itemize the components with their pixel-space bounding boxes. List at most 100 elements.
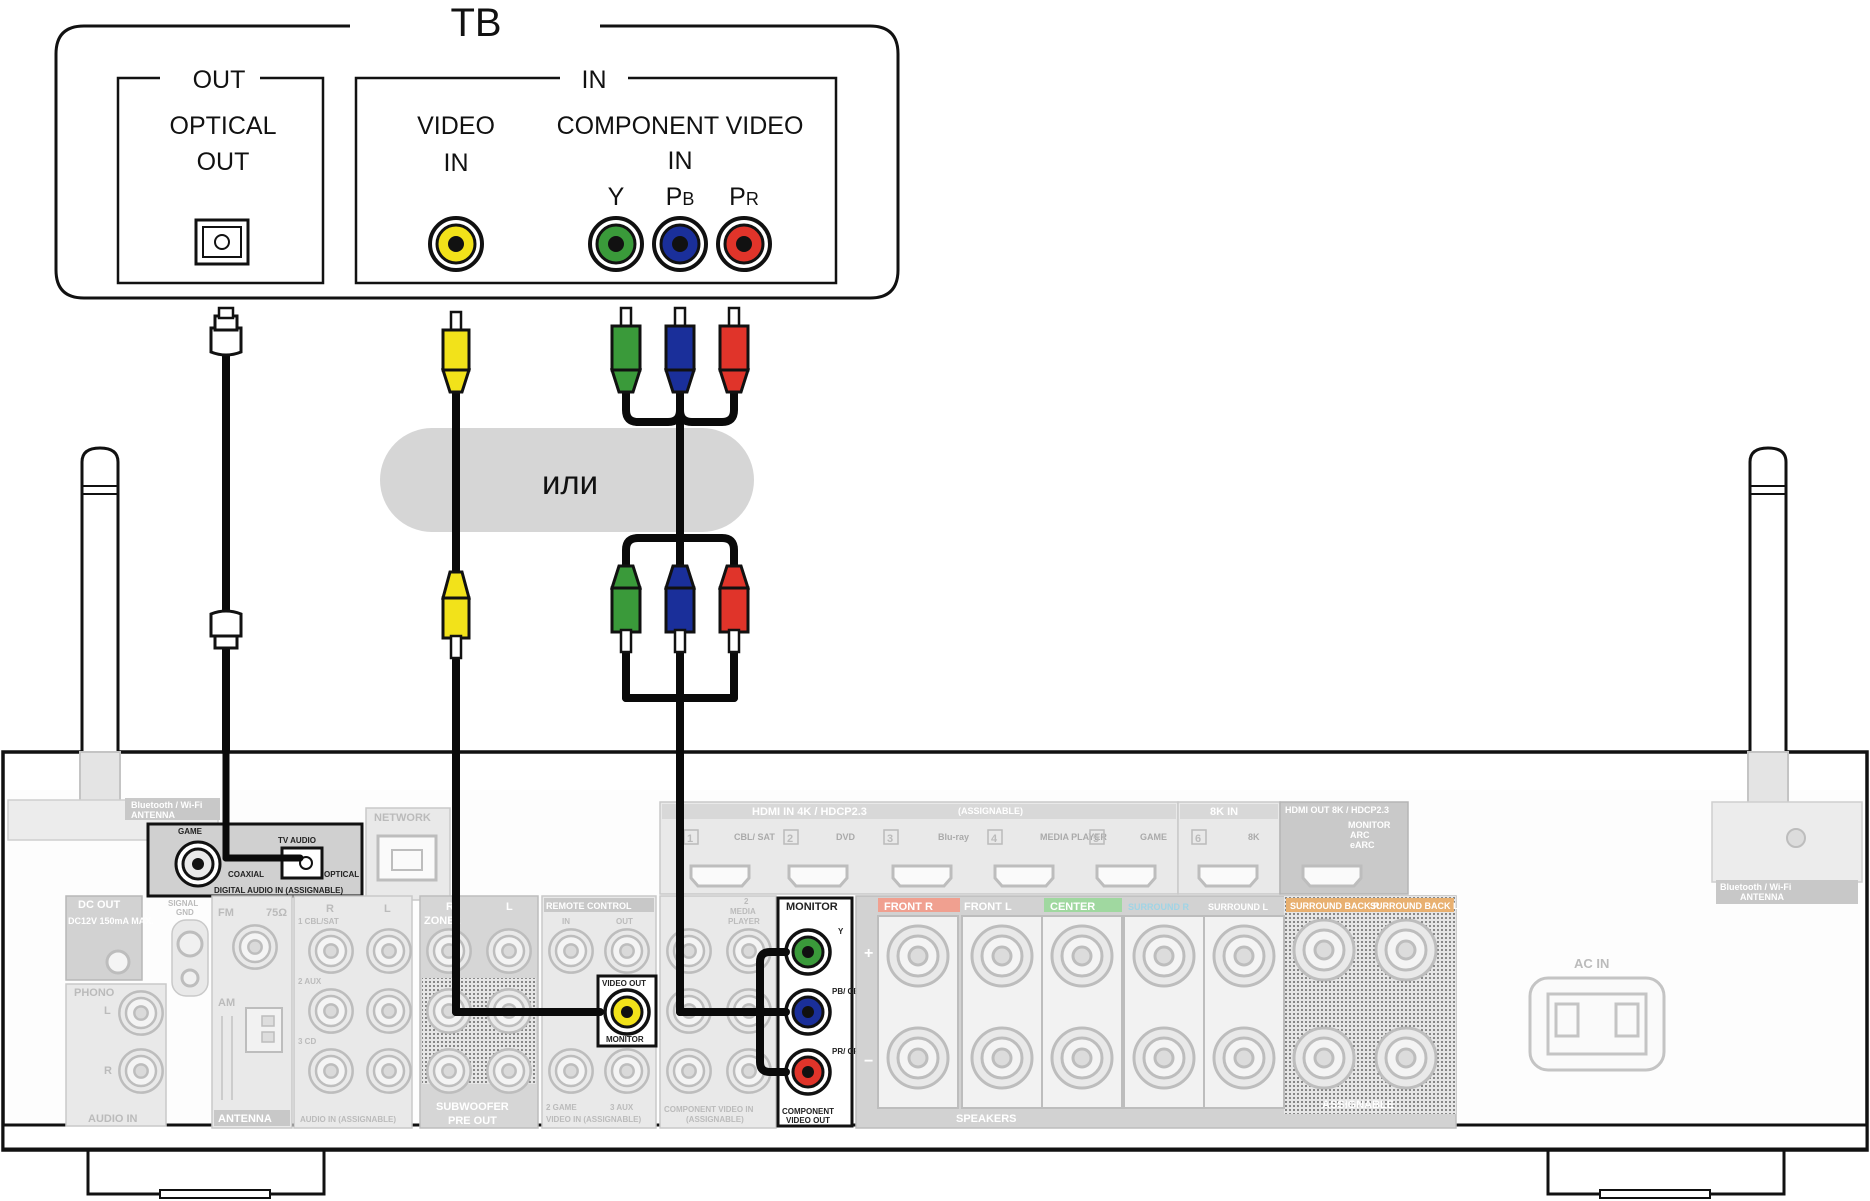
speaker-front-r-terminals[interactable]: [877, 915, 959, 1109]
hdmi-out-port[interactable]: [1301, 864, 1363, 888]
tv-component-y-jack[interactable]: [588, 216, 644, 272]
phono-l-mark: L: [104, 1005, 111, 1017]
network-label: NETWORK: [374, 812, 431, 824]
phono-r-jack[interactable]: [118, 1048, 164, 1094]
speakers-label: SPEAKERS: [956, 1113, 1017, 1125]
subwoofer-label: SUBWOOFER: [436, 1101, 509, 1113]
digital-audio-optical-label: OPTICAL: [324, 870, 359, 879]
video-out-label: VIDEO OUT: [602, 979, 646, 988]
tv-component-pb-jack[interactable]: [652, 216, 708, 272]
speaker-front-l-terminals[interactable]: [961, 915, 1043, 1109]
media-player-2: MEDIA: [730, 907, 756, 916]
hdmi-input-2-name: DVD: [836, 832, 856, 842]
hdmi-input-3[interactable]: 3 Blu-ray: [883, 829, 969, 888]
digital-audio-coaxial-label: COAXIAL: [228, 870, 264, 879]
optical-in-port[interactable]: [280, 846, 324, 880]
component-in-1y-jack[interactable]: [666, 928, 712, 974]
ac-in-socket[interactable]: AC IN: [1528, 956, 1666, 1072]
audio-in-ch3: 3 CD: [298, 1037, 316, 1046]
video-in-2-jack[interactable]: [548, 1048, 594, 1094]
ac-in-label: AC IN: [1574, 956, 1609, 971]
hdmi-input-5-name: GAME: [1140, 832, 1167, 842]
optical-plug-top: [209, 306, 243, 357]
phono-l-jack[interactable]: [118, 990, 164, 1036]
tv-out-label: OUT: [193, 66, 246, 94]
video-out-monitor-label: MONITOR: [606, 1035, 644, 1044]
bt-antenna-left[interactable]: Bluetooth / Wi-Fi ANTENNA: [7, 446, 220, 841]
video-out-panel: VIDEO OUT MONITOR: [596, 974, 658, 1048]
tv-video-in-jack[interactable]: [428, 216, 484, 272]
optical-plug-bottom: [209, 609, 243, 650]
tv-optical-out-port[interactable]: [194, 218, 250, 266]
fm-antenna-jack[interactable]: [232, 924, 278, 970]
hdmi-out-header: HDMI OUT 8K / HDCP2.3: [1285, 805, 1389, 815]
zone2-r-jack[interactable]: [426, 928, 472, 974]
tv-component-pr-jack[interactable]: [716, 216, 772, 272]
signal-gnd[interactable]: SIGNAL GND: [168, 899, 209, 997]
rc-out-label: OUT: [616, 917, 633, 926]
bt-antenna-right-label-2: ANTENNA: [1740, 892, 1784, 902]
speaker-center-terminals[interactable]: [1041, 915, 1123, 1109]
am-antenna-terminal[interactable]: [221, 1007, 283, 1100]
video-in-3-jack[interactable]: [604, 1048, 650, 1094]
tv-out-group: OUT OPTICAL OUT: [116, 66, 325, 285]
audio-in-r-mark: R: [326, 903, 334, 915]
audio-in-ch1: 1 CBL/SAT: [298, 917, 339, 926]
component-plugs-top: [609, 306, 751, 394]
speaker-front-r: FRONT R: [884, 901, 933, 913]
audio-in-assignable-panel: R L 1 CBL/SAT 2 AUX 3 CD AUDIO IN (ASSIG…: [293, 895, 413, 1129]
signal-gnd-label-1: SIGNAL: [168, 899, 198, 908]
receiver-component-out-y-jack[interactable]: [784, 928, 832, 976]
audio-in-2r-jack[interactable]: [308, 988, 354, 1034]
receiver-video-out-jack[interactable]: [603, 988, 651, 1036]
hdmi-input-5-num: 5: [1093, 833, 1099, 845]
hdmi-input-4-name: MEDIA PLAYER: [1040, 832, 1107, 842]
receiver-component-out-pb-jack[interactable]: [784, 988, 832, 1036]
component-in-1pr-jack[interactable]: [666, 1048, 712, 1094]
hdmi-out-arc: ARC: [1350, 830, 1370, 840]
audio-in-3l-jack[interactable]: [366, 1048, 412, 1094]
video-in-label-1: VIDEO: [417, 112, 495, 140]
audio-in-3r-jack[interactable]: [308, 1048, 354, 1094]
bt-antenna-left-label-2: ANTENNA: [131, 810, 175, 820]
dc-out-jack[interactable]: [105, 949, 131, 975]
audio-in-2l-jack[interactable]: [366, 988, 412, 1034]
hdmi-in-assignable: (ASSIGNABLE): [958, 806, 1023, 816]
tv-in-group: IN VIDEO IN COMPONENT VIDEO IN Y PB PR: [354, 66, 838, 285]
speaker-surround-l: SURROUND L: [1208, 902, 1269, 912]
digital-audio-caption: DIGITAL AUDIO IN (ASSIGNABLE): [214, 886, 344, 895]
rc-in-jack[interactable]: [548, 928, 594, 974]
speaker-surround-l-terminals[interactable]: [1203, 915, 1285, 1109]
bt-antenna-right[interactable]: Bluetooth / Wi-Fi ANTENNA: [1711, 446, 1863, 904]
hdmi-input-5[interactable]: 5 GAME: [1089, 829, 1167, 888]
receiver-component-out-pr-jack[interactable]: [784, 1048, 832, 1096]
audio-in-1r-jack[interactable]: [308, 928, 354, 974]
coaxial-in-jack[interactable]: [174, 840, 222, 888]
subwoofer-2-jack[interactable]: [486, 1048, 532, 1094]
video-in-2-label: 2 GAME: [546, 1103, 577, 1112]
hdmi-input-2[interactable]: 2 DVD: [783, 829, 856, 888]
audio-in-1l-jack[interactable]: [366, 928, 412, 974]
hdmi-input-4[interactable]: 4 MEDIA PLAYER: [987, 829, 1107, 888]
or-label: или: [542, 464, 598, 501]
component-y-label: Y: [608, 183, 625, 211]
digital-audio-game-label: GAME: [178, 827, 203, 836]
hdmi-input-6[interactable]: 6 8K: [1191, 829, 1260, 888]
optical-out-label-2: OUT: [197, 148, 250, 176]
composite-video-cable: [440, 310, 604, 1016]
signal-gnd-label-2: GND: [176, 908, 194, 917]
digital-audio-tvaudio-label: TV AUDIO: [278, 836, 316, 845]
phono-label: PHONO: [74, 987, 115, 999]
component-out-pr-label: PR/ CR: [832, 1047, 859, 1056]
subwoofer-1-jack[interactable]: [426, 1048, 472, 1094]
network-port[interactable]: NETWORK: [365, 807, 451, 901]
optical-cable: [209, 306, 304, 862]
rc-out-jack[interactable]: [604, 928, 650, 974]
dc-out-panel: DC OUT DC12V 150mA MAX.: [65, 895, 154, 981]
video-in-label-2: IN: [444, 149, 469, 177]
component-in-assignable-1: COMPONENT VIDEO IN: [664, 1105, 754, 1114]
speaker-surround-r-terminals[interactable]: [1123, 915, 1205, 1109]
phono-r-mark: R: [104, 1065, 112, 1077]
zone2-l-jack[interactable]: [486, 928, 532, 974]
component-in-label-1: COMPONENT VIDEO: [557, 112, 804, 140]
